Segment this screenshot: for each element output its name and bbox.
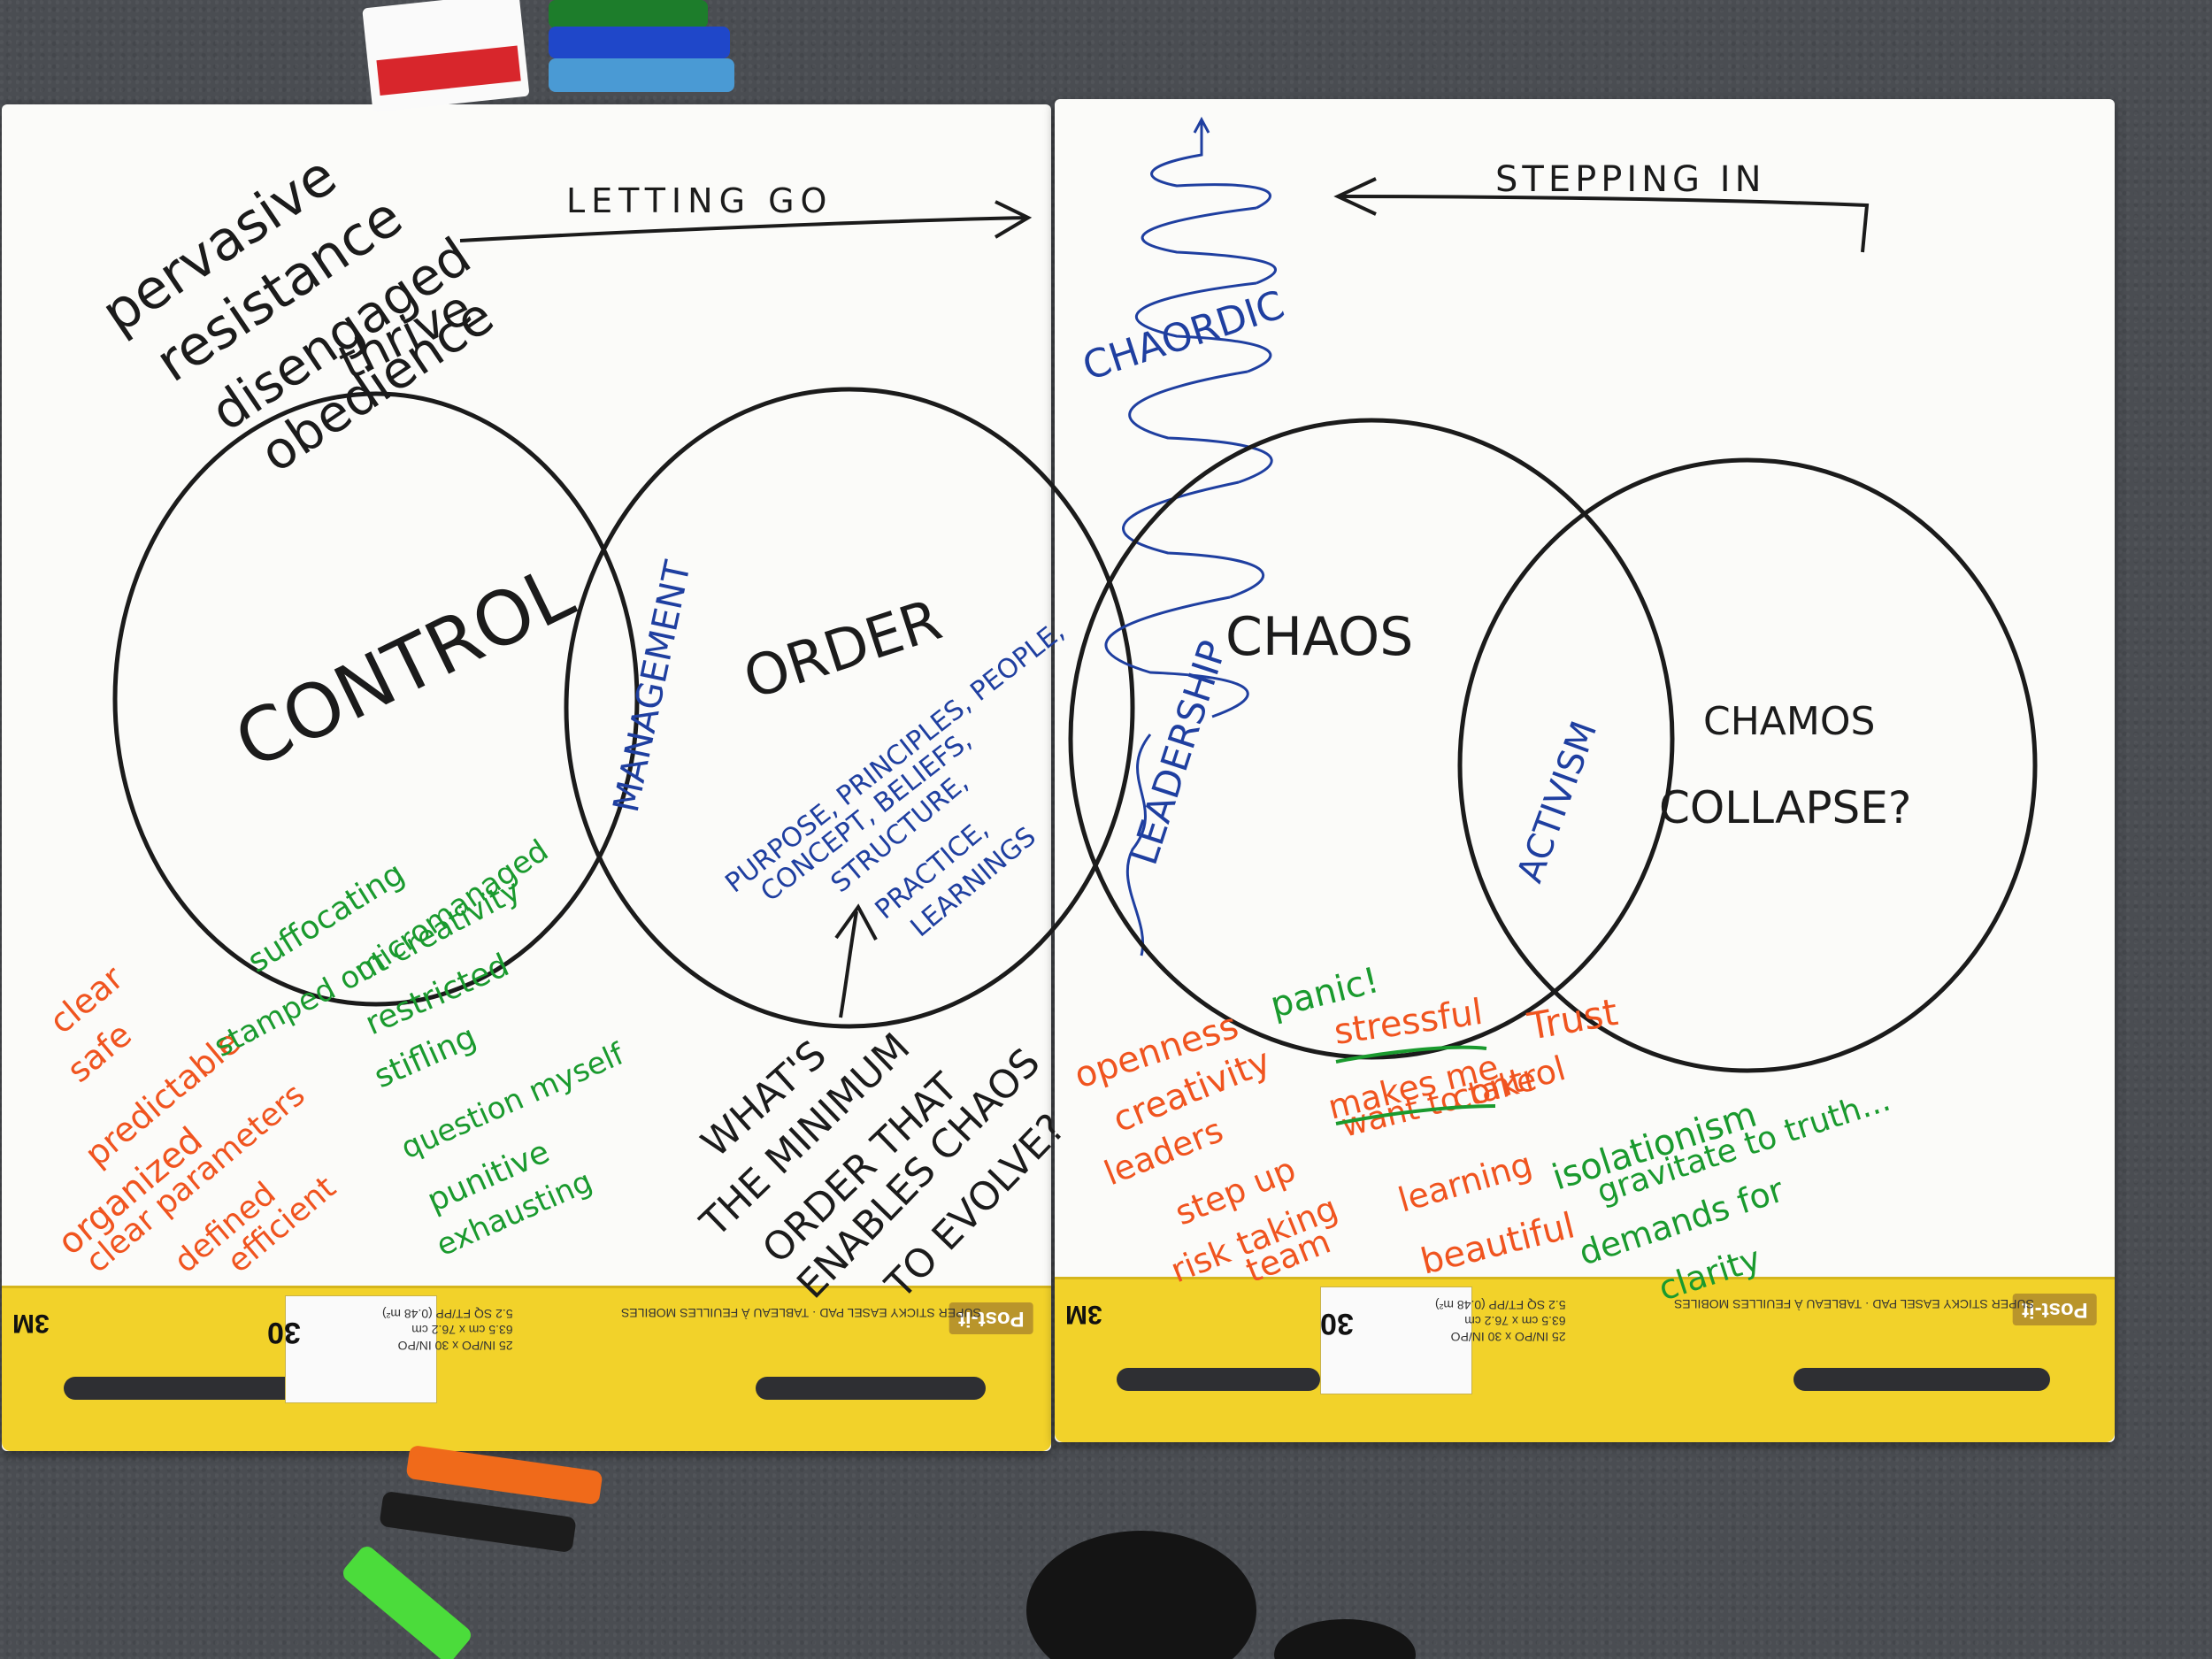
chamos-circle	[1457, 457, 2038, 1073]
marker-pen	[343, 1446, 603, 1659]
marker-pen	[549, 0, 734, 92]
word: micromanaged	[348, 833, 555, 988]
hanging-slot	[756, 1377, 986, 1400]
collapse-label: COLLAPSE?	[1659, 782, 1911, 833]
hanging-slot	[1117, 1368, 1320, 1391]
word: clarity	[1654, 1239, 1765, 1308]
arrow-head	[994, 200, 1033, 239]
arrow-head	[1333, 177, 1377, 216]
hanging-slot	[1793, 1368, 2050, 1391]
easel-sheet-right: Post-it 30 3M 25 IN/PO x 30 IN/PO 63.5 c…	[1055, 99, 2115, 1442]
pad-instruction-sketch	[1320, 1286, 1472, 1394]
shoe	[1026, 1531, 1416, 1659]
question-block: WHAT'S THE MINIMUM ORDER THAT ENABLES CH…	[691, 1025, 1074, 1308]
chaordic-spiral	[1104, 116, 1278, 956]
underline-mark	[1335, 1045, 1487, 1064]
order-circle	[564, 387, 1135, 1029]
chaos-label: CHAOS	[1225, 606, 1413, 668]
question-arrow	[839, 910, 858, 1018]
control-label: CONTROL	[222, 549, 587, 786]
word: learning	[1394, 1145, 1536, 1220]
pad-adhesive-strip: Post-it 30 3M 25 IN/PO x 30 IN/PO 63.5 c…	[1055, 1277, 2115, 1442]
chamos-label: CHAMOS	[1703, 699, 1875, 744]
order-label: ORDER	[736, 588, 949, 712]
positive-words-right: openness creativity leaders step up risk…	[1070, 990, 1621, 1290]
easel-sheet-left: Post-it 30 3M 25 IN/PO x 30 IN/PO 63.5 c…	[2, 104, 1051, 1451]
word: Trust	[1524, 990, 1621, 1048]
name-tag-sticker	[362, 0, 529, 112]
underline-mark	[1335, 1104, 1496, 1125]
control-circle	[112, 391, 640, 1007]
letting-go-label: LETTING GO	[566, 181, 833, 220]
letting-go-arrow	[459, 216, 1027, 242]
stepping-in-label: STEPPING IN	[1495, 159, 1766, 200]
chaordic-label: CHAORDIC	[1078, 282, 1290, 389]
pad-adhesive-strip: Post-it 30 3M 25 IN/PO x 30 IN/PO 63.5 c…	[2, 1286, 1051, 1451]
pad-instruction-sketch	[285, 1295, 437, 1403]
word: beautiful	[1417, 1205, 1578, 1283]
activism-label: ACTIVISM	[1509, 716, 1605, 887]
arrow-head	[834, 903, 878, 941]
stepping-in-arrow	[1340, 195, 1870, 253]
